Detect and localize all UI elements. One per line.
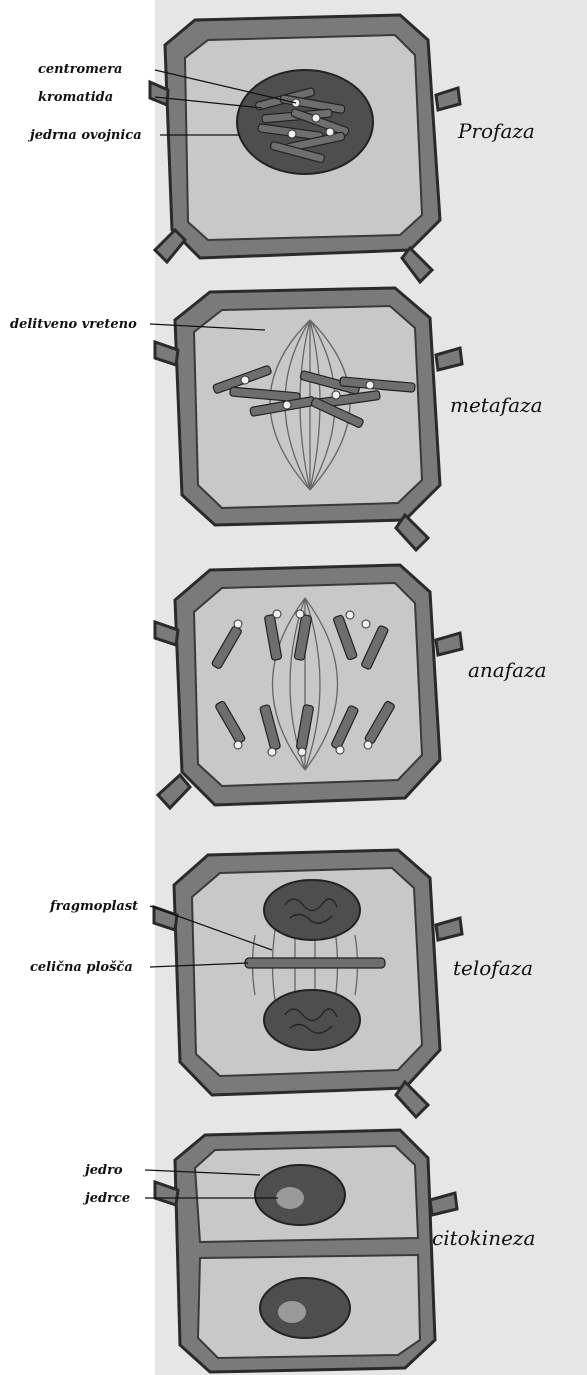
label-nuclear-envelope: jedrna ovojnica bbox=[27, 128, 142, 143]
anaphase-cytoplasm bbox=[194, 583, 422, 786]
label-cell-plate: celična plošča bbox=[30, 960, 133, 975]
label-spindle: delitveno vreteno bbox=[10, 317, 137, 332]
stage-name: metafaza bbox=[450, 393, 543, 417]
label-chromatid: kromatida bbox=[38, 90, 113, 105]
label-phragmoplast: fragmoplast bbox=[49, 899, 138, 914]
stage-name: Profaza bbox=[457, 119, 535, 143]
label-nucleus: jedro bbox=[82, 1163, 123, 1178]
cytokinesis-upper-nucleolus bbox=[276, 1187, 304, 1209]
cytokinesis-lower-nucleolus bbox=[278, 1301, 306, 1323]
stage-name: anafaza bbox=[468, 658, 547, 682]
label-nucleolus: jedrce bbox=[82, 1191, 130, 1206]
telophase-cell-plate bbox=[245, 958, 385, 968]
stage-name: citokineza bbox=[432, 1226, 535, 1250]
label-centromere: centromera bbox=[38, 62, 122, 77]
stage-name: telofaza bbox=[453, 956, 533, 980]
